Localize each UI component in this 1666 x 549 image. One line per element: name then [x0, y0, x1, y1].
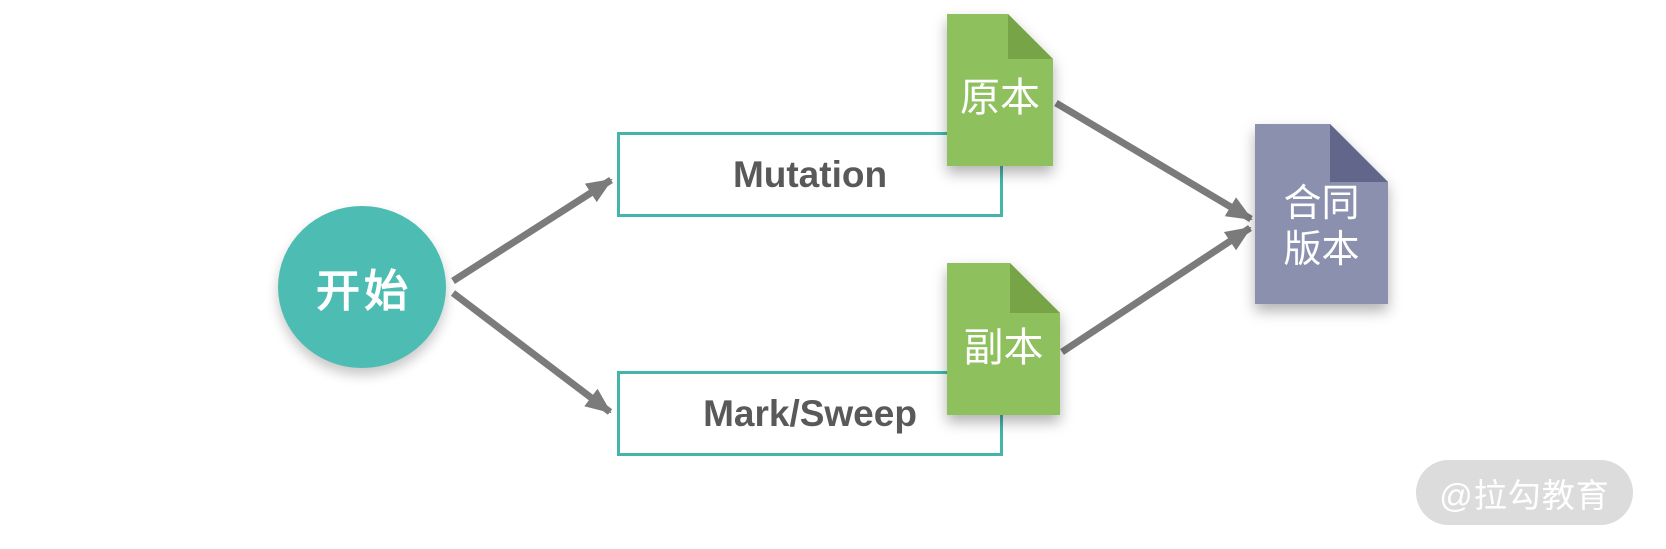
document-icon-original: 原本 [947, 14, 1053, 166]
document-contract-version-label: 合同 版本 [1283, 182, 1360, 271]
arrow-start-to-mutation [451, 177, 613, 284]
watermark-badge: @拉勾教育 [1416, 460, 1633, 525]
process-box-mutation: Mutation [617, 132, 1003, 217]
document-original-label: 原本 [960, 75, 1040, 120]
arrow-original-to-contract [1054, 99, 1253, 223]
watermark-label: @拉勾教育 [1439, 476, 1610, 514]
document-icon-copy: 副本 [947, 263, 1060, 415]
arrow-start-to-mark-sweep [450, 290, 613, 415]
start-node-label: 开始 [316, 267, 412, 316]
document-icon-contract-version: 合同 版本 [1255, 124, 1388, 304]
folded-corner-icon [1008, 14, 1053, 59]
document-copy-label: 副本 [963, 325, 1044, 370]
process-box-mark-sweep-label: Mark/Sweep [703, 392, 917, 434]
arrow-copy-to-contract [1060, 225, 1252, 355]
process-box-mutation-label: Mutation [732, 153, 888, 195]
start-node: 开始 [278, 206, 446, 368]
process-box-mark-sweep: Mark/Sweep [617, 371, 1003, 456]
